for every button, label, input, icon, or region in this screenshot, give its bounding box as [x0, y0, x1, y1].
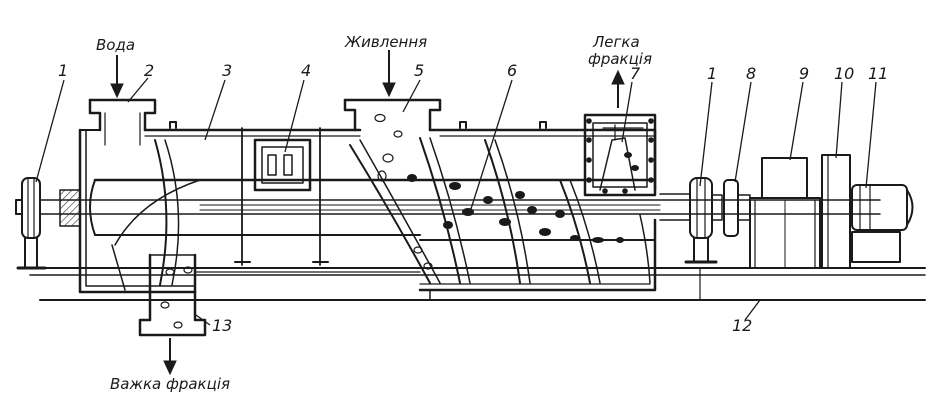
part-number-9: 9	[799, 64, 810, 83]
light-fraction-label-line2: фракція	[588, 50, 652, 68]
part-number-2: 2	[144, 61, 155, 80]
leader-lines	[35, 77, 877, 326]
left-bearing	[15, 177, 81, 270]
inspection-hatch	[253, 138, 312, 192]
flow-arrows	[110, 50, 625, 376]
part-number-4: 4	[301, 61, 312, 80]
light-particles	[160, 113, 433, 329]
right-coupling	[659, 177, 751, 264]
part-number-12: 12	[732, 316, 753, 335]
part-number-8: 8	[746, 64, 757, 83]
part-number-6: 6	[507, 61, 518, 80]
part-number-1-right: 1	[707, 64, 718, 83]
screw-drum	[39, 137, 881, 291]
light-fraction-outlet	[583, 113, 657, 197]
part-number-5: 5	[414, 61, 425, 80]
part-number-10: 10	[834, 64, 855, 83]
part-number-11: 11	[868, 64, 889, 83]
feed-label: Живлення	[345, 33, 428, 51]
part-number-13: 13	[212, 316, 233, 335]
gearbox	[749, 157, 821, 269]
heavy-fraction-label: Важка фракція	[110, 375, 231, 393]
electric-motor	[851, 184, 914, 263]
part-number-7: 7	[630, 64, 641, 83]
part-number-1-left: 1	[58, 61, 69, 80]
light-fraction-label-line1: Легка	[593, 33, 640, 51]
water-label: Вода	[96, 36, 136, 54]
solid-particles	[407, 152, 639, 243]
heavy-fraction-outlet	[138, 253, 207, 337]
part-number-3: 3	[222, 61, 233, 80]
motor-coupling	[821, 154, 851, 269]
